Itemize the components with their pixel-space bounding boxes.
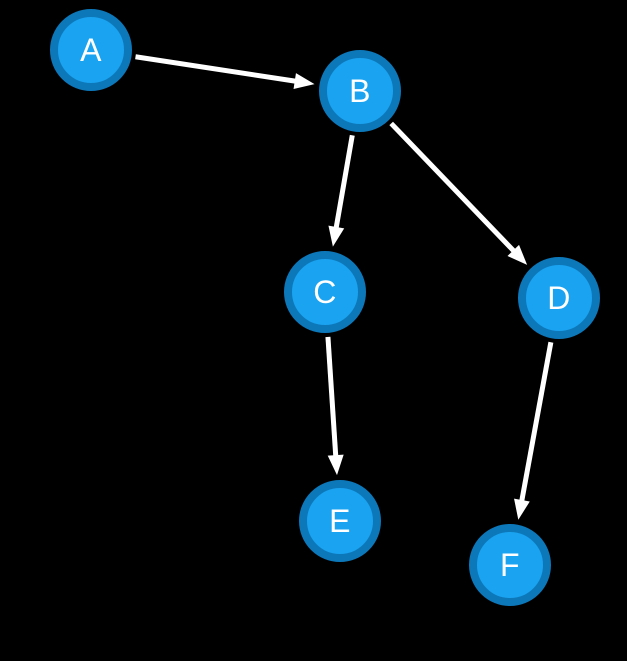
node-label: A [80,32,102,68]
edge-b-c [328,134,355,247]
node-label: F [499,547,521,583]
edge-b-d [389,121,528,265]
arrowhead-icon [507,244,528,265]
graph-node-c[interactable]: C [284,251,366,333]
edge-line [389,121,517,254]
graph-node-f[interactable]: F [469,524,551,606]
node-label: D [547,280,571,316]
graph-node-b[interactable]: B [319,50,401,132]
arrowhead-icon [293,73,315,89]
arrowhead-icon [328,225,345,247]
edge-d-f [514,341,554,520]
graph-node-e[interactable]: E [299,480,381,562]
edge-a-b [135,54,315,89]
edge-line [519,341,554,503]
edge-line [135,54,298,84]
arrowhead-icon [327,454,344,476]
graph-node-a[interactable]: A [50,9,132,91]
arrowhead-icon [514,498,530,520]
graph-node-d[interactable]: D [518,257,600,339]
edge-c-e [325,336,344,476]
node-label: B [349,73,371,109]
edge-line [333,134,355,230]
edge-line [325,336,339,458]
node-label: E [329,503,351,539]
node-label: C [313,274,337,310]
